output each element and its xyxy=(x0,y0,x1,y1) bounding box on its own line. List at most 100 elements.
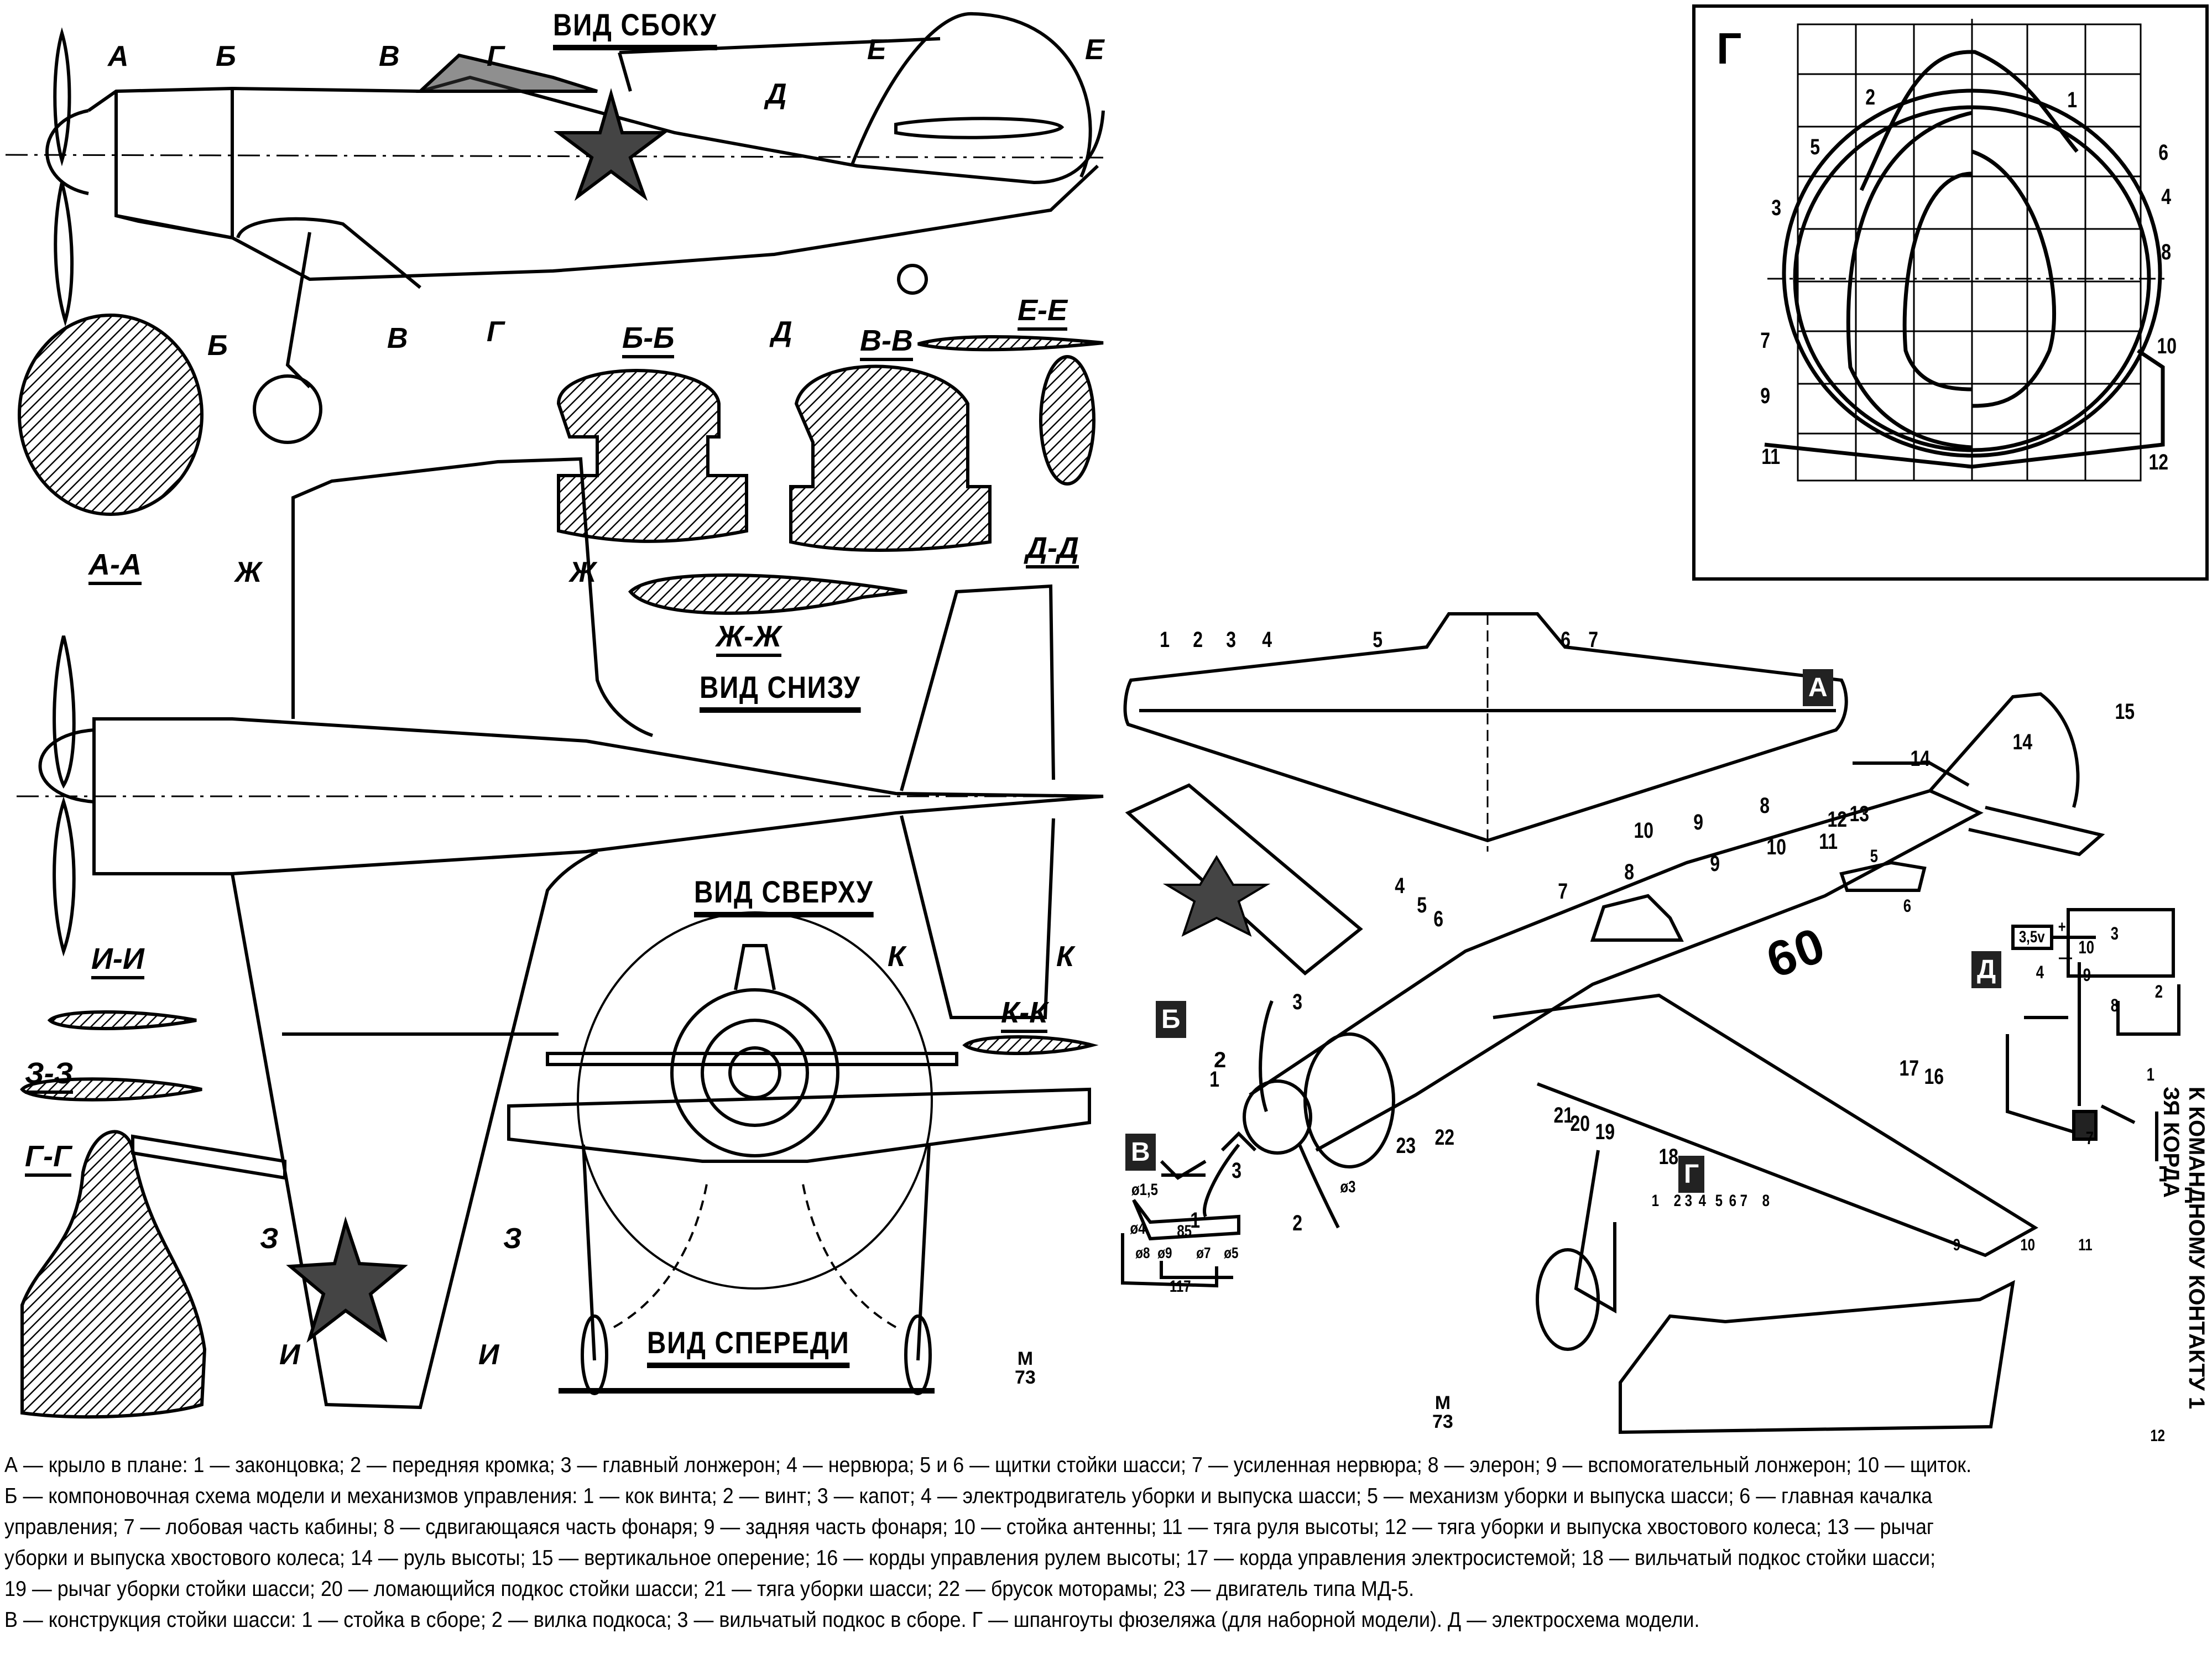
gear-v-number-1: 1 xyxy=(1190,1208,1201,1233)
frames-g-number-10: 10 xyxy=(2020,1236,2036,1254)
schematic-number-2: 2 xyxy=(2154,982,2163,1001)
section-mark-b-top: Б xyxy=(216,40,236,72)
section-label-bb: Б-Б xyxy=(622,321,675,358)
gear-v-number-3: 3 xyxy=(1232,1159,1242,1183)
gear-fork xyxy=(1160,1160,1207,1180)
caption-line-b1: Б — компоновочная схема модели и механиз… xyxy=(4,1484,1933,1508)
frame-outline-mid xyxy=(1846,111,1973,450)
propeller-blade-top xyxy=(53,27,71,166)
section-mark-z-left: З xyxy=(260,1223,279,1255)
wheel-door-part xyxy=(1839,860,1927,892)
schematic-number-1: 1 xyxy=(2146,1065,2155,1084)
antenna-mast xyxy=(618,52,632,92)
frames-g-number-4: 4 xyxy=(1698,1192,1707,1210)
cord-note-line-1: К КОМАНДНОМУ КОНТАКТУ 1 xyxy=(2184,1087,2209,1410)
magazine-stamp-1: M 73 xyxy=(1015,1349,1036,1387)
frame-bottom xyxy=(1764,349,2165,469)
perspective-model-drawing xyxy=(1121,612,2180,1434)
caption-line-a: А — крыло в плане: 1 — законцовка; 2 — п… xyxy=(4,1453,1972,1477)
schematic-number-9: 9 xyxy=(2083,965,2091,985)
gear-strut-drawing xyxy=(1121,1233,1233,1288)
wing-a-number-9: 9 xyxy=(1693,810,1704,834)
section-ii-shape xyxy=(47,1010,197,1030)
layout-b-number-9: 9 xyxy=(1710,852,1720,876)
layout-b-number-5: 5 xyxy=(1417,893,1427,917)
propeller-blade-bottom xyxy=(54,182,74,327)
section-gg-shape xyxy=(20,1130,207,1419)
wing-a-number-7: 7 xyxy=(1588,628,1599,652)
layout-b-number-6: 6 xyxy=(1433,907,1444,931)
wing-framework-a xyxy=(1123,612,1848,843)
perspective-right-wing xyxy=(1493,993,2038,1258)
perspective-wheel xyxy=(1536,1248,1600,1351)
frame-number-7: 7 xyxy=(1760,328,1771,353)
perspective-canopy xyxy=(1590,894,1684,942)
plan-propeller-bottom xyxy=(53,796,76,957)
section-mark-k-left: К xyxy=(888,941,905,973)
frames-panel-letter: Г xyxy=(1717,24,1742,73)
layout-b-number-21: 21 xyxy=(1553,1103,1574,1128)
gear-retraction-arc xyxy=(613,1177,896,1328)
top-view-stabilizer xyxy=(900,815,1055,1019)
section-mark-k-right: К xyxy=(1056,941,1074,973)
schematic-number-10: 10 xyxy=(2078,937,2095,957)
frame-number-2: 2 xyxy=(1865,85,1876,109)
section-vv-shape xyxy=(789,364,992,552)
side-view-drawing xyxy=(5,12,1105,444)
wing-a-number-2: 2 xyxy=(1193,628,1203,652)
layout-b-number-11: 11 xyxy=(1819,829,1838,854)
top-view-star-insignia xyxy=(286,1216,408,1343)
layout-b-number-22: 22 xyxy=(1434,1125,1455,1150)
frame-number-8: 8 xyxy=(2161,240,2172,264)
wing-sections-left xyxy=(20,1010,1099,1419)
section-dd-shape xyxy=(1039,355,1095,486)
bottom-view-stabilizer xyxy=(900,584,1055,791)
perspective-star xyxy=(1162,855,1271,937)
schematic-wires xyxy=(2006,936,2180,1135)
layout-b-number-14a: 14 xyxy=(1910,747,1931,771)
section-ee-shape xyxy=(917,335,1104,352)
section-label-dd: Д-Д xyxy=(1026,531,1079,568)
bottom-view-title: ВИД СНИЗУ xyxy=(700,669,861,713)
gear-v-strut xyxy=(1220,1131,1257,1152)
main-wheel xyxy=(253,374,322,444)
section-zhzh-shape xyxy=(628,573,907,615)
stamp-logo-2: M xyxy=(1434,1392,1451,1413)
cord-note-line-2: ЗЯ КОРДА xyxy=(2159,1087,2183,1198)
frame-number-9: 9 xyxy=(1760,384,1771,408)
layout-b-number-14b: 14 xyxy=(2012,730,2033,754)
canopy xyxy=(416,53,598,93)
gear-v-number-2: 2 xyxy=(1292,1211,1303,1235)
gear-dim-d8: ø8 xyxy=(1135,1244,1150,1261)
layout-b-number-23: 23 xyxy=(1396,1134,1416,1158)
stamp-year-2: 73 xyxy=(1432,1411,1453,1432)
perspective-fin xyxy=(1928,692,2080,808)
layout-b-number-16: 16 xyxy=(1924,1065,1944,1089)
panel-label-g: Г xyxy=(1678,1156,1705,1193)
section-mark-i-left: И xyxy=(279,1339,300,1371)
spinner-front xyxy=(728,1046,781,1099)
section-mark-v-top: В xyxy=(379,40,400,72)
magazine-stamp-2: M 73 xyxy=(1432,1394,1453,1431)
front-view-drawing xyxy=(507,911,1091,1395)
section-label-vv: В-В xyxy=(860,324,913,361)
engine-cowling xyxy=(114,88,234,240)
cross-sections-row xyxy=(18,314,1104,615)
frames-grid-drawing xyxy=(1764,19,2168,482)
section-mark-d-bottom: Д xyxy=(771,316,792,348)
layout-b-number-18: 18 xyxy=(1658,1145,1679,1169)
frames-g-number-8: 8 xyxy=(1762,1192,1770,1210)
plan-fuselage xyxy=(92,717,1104,875)
top-view-wing xyxy=(231,850,598,1410)
propeller-disc xyxy=(577,911,933,1290)
section-mark-v-bottom: В xyxy=(387,322,408,354)
wing-a-number-8: 8 xyxy=(1760,794,1770,818)
frames-g-number-12: 12 xyxy=(2150,1427,2166,1445)
frame-outline-inner xyxy=(1902,171,1973,392)
section-mark-g-top: Г xyxy=(487,40,504,72)
panel-label-b: Б xyxy=(1156,1001,1186,1038)
section-kk-shape xyxy=(962,1035,1099,1055)
section-mark-e2-top: Е xyxy=(1085,34,1104,66)
schematic-number-8: 8 xyxy=(2110,995,2119,1015)
wing-a-number-1: 1 xyxy=(1160,628,1170,652)
